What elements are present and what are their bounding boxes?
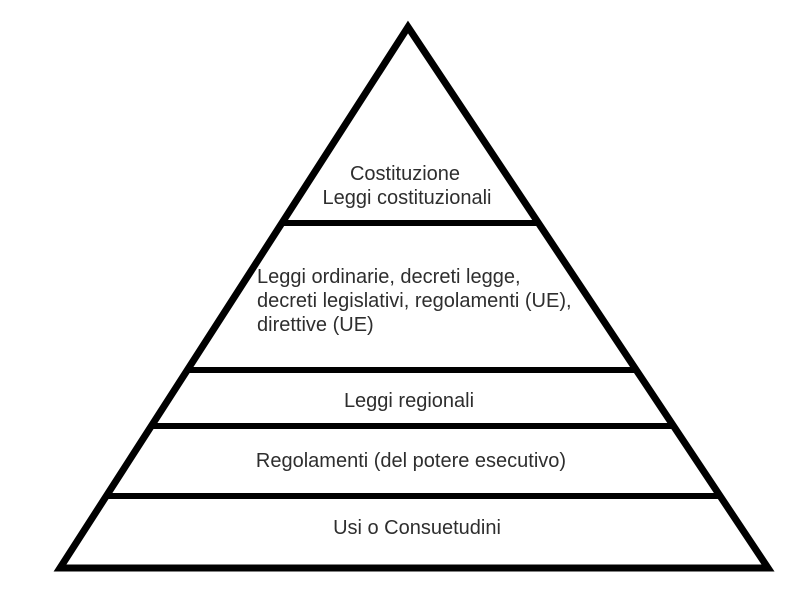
pyramid-outline xyxy=(53,20,775,572)
level-2-text-line-2: decreti legislativi, regolamenti (UE), xyxy=(257,290,572,312)
level-4-text: Regolamenti (del potere esecutivo) xyxy=(256,450,566,472)
level-1-text-line-1: Costituzione xyxy=(350,163,460,185)
level-3-text: Leggi regionali xyxy=(344,390,474,412)
level-1-text-line-2: Leggi costituzionali xyxy=(323,187,492,209)
level-2-text-line-1: Leggi ordinarie, decreti legge, xyxy=(257,266,521,288)
level-2-text-line-3: direttive (UE) xyxy=(257,314,374,336)
level-5-text: Usi o Consuetudini xyxy=(333,517,501,539)
